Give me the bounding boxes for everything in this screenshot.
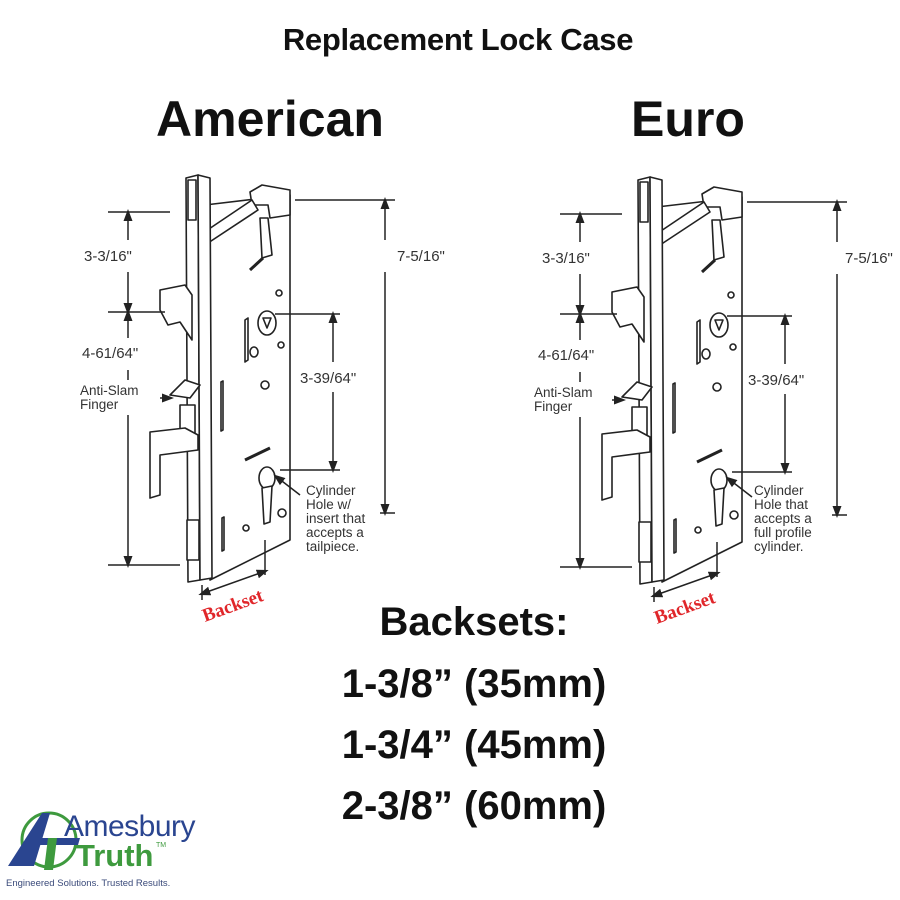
note-line: Hole that — [754, 497, 808, 512]
logo-tm: TM — [156, 842, 167, 849]
american-dim-center: 3-39/64" — [300, 370, 356, 387]
backset-option: 1-3/4” (45mm) — [341, 723, 607, 767]
backsets-heading: Backsets: — [379, 600, 569, 644]
logo-brand-top: Amesbury — [64, 810, 196, 843]
page-title: Replacement Lock Case — [282, 22, 634, 57]
american-cylinder-note: Cylinder Hole w/ insert that accepts a t… — [306, 483, 366, 554]
euro-anti-slam-1: Anti-Slam — [534, 385, 593, 400]
american-lock-body — [148, 173, 292, 584]
backset-option: 2-3/8” (60mm) — [341, 784, 607, 828]
euro-anti-slam-2: Finger — [534, 399, 573, 414]
note-line: tailpiece. — [306, 539, 359, 554]
euro-dim-top: 3-3/16" — [542, 250, 590, 267]
euro-dim-center: 3-39/64" — [748, 372, 804, 389]
note-line: full profile — [754, 525, 812, 540]
note-line: Cylinder — [754, 483, 804, 498]
euro-heading: Euro — [631, 91, 745, 147]
euro-dim-overall: 7-5/16" — [845, 250, 893, 267]
note-line: accepts a — [754, 511, 812, 526]
euro-cylinder-note: Cylinder Hole that accepts a full profil… — [754, 483, 812, 554]
american-anti-slam-1: Anti-Slam — [80, 383, 139, 398]
logo-tagline: Engineered Solutions. Trusted Results. — [6, 878, 171, 889]
logo-at-mark-icon — [8, 811, 80, 870]
american-heading: American — [156, 91, 384, 147]
note-line: insert that — [306, 511, 366, 526]
euro-dim-lower: 4-61/64" — [538, 347, 594, 364]
amesbury-truth-logo: Amesbury Truth TM Engineered Solutions. … — [4, 808, 224, 893]
american-dim-lower: 4-61/64" — [82, 345, 138, 362]
note-line: Hole w/ — [306, 497, 351, 512]
american-dim-top: 3-3/16" — [84, 248, 132, 265]
american-diagram: 3-3/16" 4-61/64" Anti-Slam Finger 7-5/16… — [80, 173, 445, 627]
american-dim-overall: 7-5/16" — [397, 248, 445, 265]
note-line: accepts a — [306, 525, 364, 540]
note-line: Cylinder — [306, 483, 356, 498]
euro-diagram: 3-3/16" 4-61/64" Anti-Slam Finger 7-5/16… — [534, 175, 893, 629]
american-anti-slam-2: Finger — [80, 397, 119, 412]
backset-option: 1-3/8” (35mm) — [341, 662, 607, 706]
note-line: cylinder. — [754, 539, 804, 554]
euro-lock-body — [600, 175, 744, 586]
logo-brand-bottom: Truth — [76, 838, 154, 873]
